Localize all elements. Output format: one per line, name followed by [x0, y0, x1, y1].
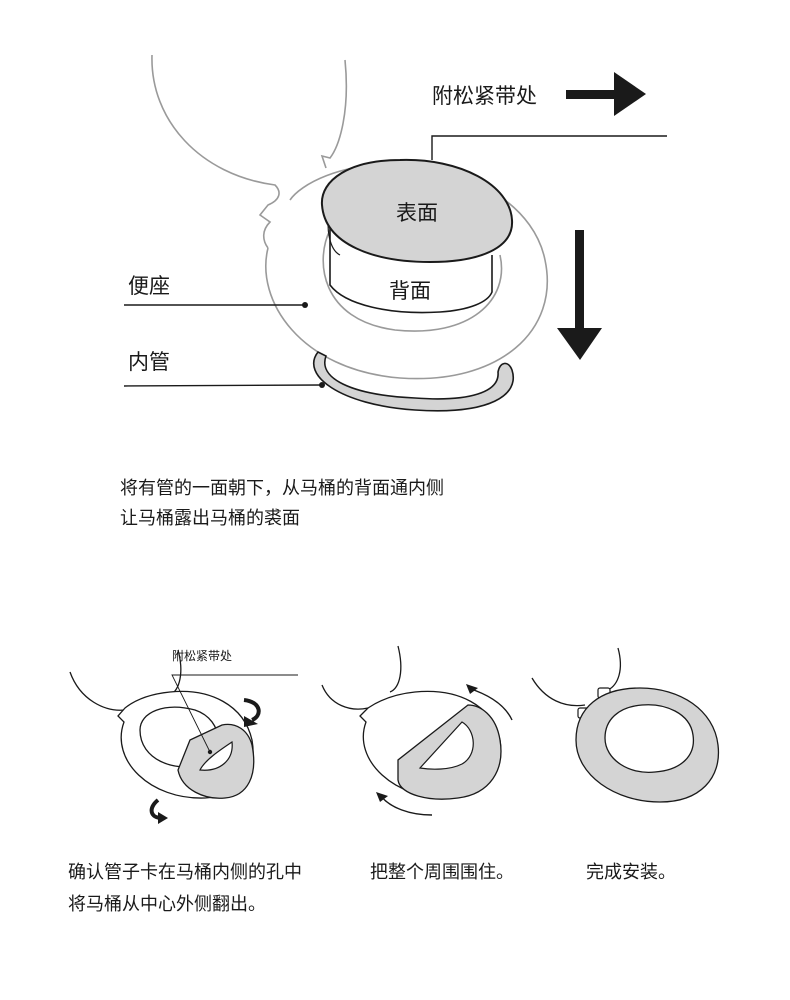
- back-surface-label: 背面: [389, 279, 431, 303]
- step2-illustration: [69, 649, 298, 824]
- right-arrow-icon: [566, 72, 646, 116]
- small-strap-label: 附松紧带处: [172, 649, 233, 663]
- installed-cover: [575, 687, 720, 803]
- step4-caption: 完成安装。: [586, 862, 676, 883]
- toilet-lid-outline-right: [320, 59, 348, 169]
- tube-leader-line: [123, 384, 323, 387]
- strap-leader-line: [431, 135, 667, 160]
- small-strap-leader: [171, 674, 298, 753]
- step1-illustration: [123, 54, 667, 412]
- step4-illustration: [531, 647, 720, 803]
- step2-caption-line2: 将马桶从中心外侧翻出。: [68, 894, 266, 915]
- step3-caption: 把整个周围围住。: [370, 862, 514, 883]
- tube-label: 内管: [128, 350, 170, 374]
- strap-label: 附松紧带处: [432, 84, 537, 108]
- seat-label: 便座: [128, 274, 170, 298]
- cover-top-surface: [320, 158, 514, 264]
- inner-tube-ring: [312, 350, 515, 412]
- rotate-arrow-icon-top: [243, 698, 261, 722]
- top-surface-label: 表面: [396, 201, 438, 225]
- step2-caption-line1: 确认管子卡在马桶内侧的孔中: [68, 862, 302, 883]
- step3-illustration: [321, 645, 513, 816]
- step1-caption-line1: 将有管的一面朝下，从马桶的背面通内侧: [120, 478, 444, 499]
- step1-caption-line2: 让马桶露出马桶的裘面: [120, 508, 300, 529]
- toilet-lid-outline: [151, 54, 280, 249]
- down-arrow-icon: [557, 230, 602, 360]
- seat-inner-outline: [322, 229, 503, 332]
